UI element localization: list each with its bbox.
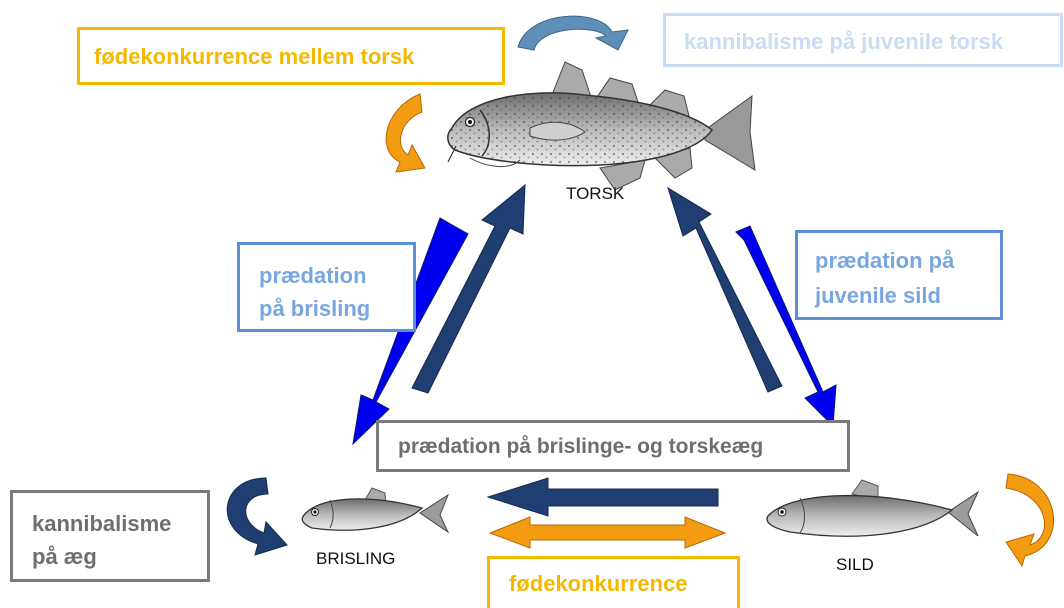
- sprat-fish-illustration: [301, 487, 450, 534]
- food-competition-double-arrow: [488, 516, 727, 549]
- herring-competition-curved-arrow: [1005, 473, 1054, 568]
- cod-food-competition-text: fødekonkurrence mellem torsk: [94, 44, 415, 69]
- predation-sprat-line2: på brisling: [259, 296, 371, 321]
- herring-label: SILD: [836, 555, 874, 574]
- egg-cannibalism-box: kannibalisme på æg: [10, 490, 210, 582]
- cod-cannibalism-text: kannibalisme på juvenile torsk: [684, 29, 1004, 54]
- sprat-label: BRISLING: [316, 549, 396, 568]
- cod-label: TORSK: [566, 184, 625, 203]
- egg-predation-box: prædation på brislinge- og torskeæg: [376, 420, 850, 472]
- predation-herring-line1: prædation på: [815, 248, 955, 273]
- cod-cannibalism-box: kannibalisme på juvenile torsk: [663, 13, 1063, 67]
- cod-food-competition-box: fødekonkurrence mellem torsk: [77, 27, 505, 85]
- arrow-herring-to-cod: [667, 186, 783, 393]
- sprat-egg-cannibalism-curved-arrow: [226, 477, 288, 556]
- food-competition-text: fødekonkurrence: [509, 571, 688, 596]
- predation-sprat-box: prædation på brisling: [237, 242, 416, 332]
- cod-cannibalism-curved-arrow: [517, 15, 629, 51]
- predation-herring-box: prædation på juvenile sild: [795, 230, 1003, 320]
- cod-competition-curved-arrow: [385, 93, 426, 173]
- food-competition-box: fødekonkurrence: [487, 556, 740, 608]
- herring-fish-illustration: [766, 479, 980, 537]
- arrow-sprat-to-cod: [411, 183, 526, 394]
- cod-fish-illustration: [447, 61, 756, 191]
- predation-sprat-line1: prædation: [259, 263, 367, 288]
- arrow-herring-to-sprat: [486, 477, 719, 517]
- egg-predation-text: prædation på brislinge- og torskeæg: [398, 435, 764, 458]
- predation-herring-line2: juvenile sild: [815, 283, 941, 308]
- egg-cannibalism-line1: kannibalisme: [32, 511, 172, 536]
- egg-cannibalism-line2: på æg: [32, 544, 97, 569]
